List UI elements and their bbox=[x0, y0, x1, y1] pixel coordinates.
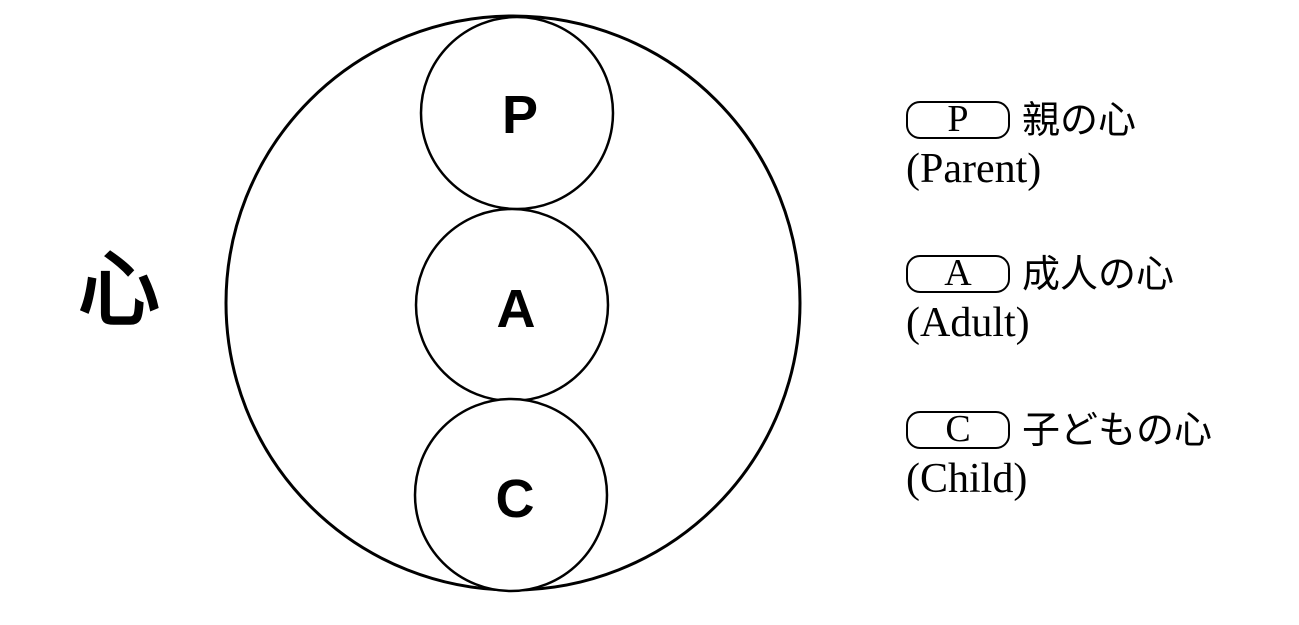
legend-badge-parent: P bbox=[906, 100, 1010, 139]
legend-name-child: 子どもの心 bbox=[1022, 408, 1213, 452]
legend-item-adult: A 成人の心 (Adult) bbox=[906, 250, 1174, 344]
legend-name-adult: 成人の心 bbox=[1022, 252, 1175, 296]
legend-badge-adult: A bbox=[906, 254, 1010, 293]
adult-circle-letter: A bbox=[497, 279, 536, 339]
child-circle-letter: C bbox=[496, 469, 535, 529]
legend-badge-child: C bbox=[906, 410, 1010, 449]
mind-label: 心 bbox=[78, 243, 161, 338]
legend-item-child: C 子どもの心 (Child) bbox=[906, 406, 1212, 500]
child-circle bbox=[413, 397, 609, 593]
legend-sub-adult: (Adult) bbox=[906, 300, 1030, 346]
legend-sub-parent: (Parent) bbox=[906, 146, 1042, 192]
parent-circle-letter: P bbox=[502, 85, 538, 145]
legend-item-parent: P 親の心 (Parent) bbox=[906, 96, 1136, 190]
legend-name-parent: 親の心 bbox=[1022, 98, 1137, 142]
legend-sub-child: (Child) bbox=[906, 456, 1028, 502]
